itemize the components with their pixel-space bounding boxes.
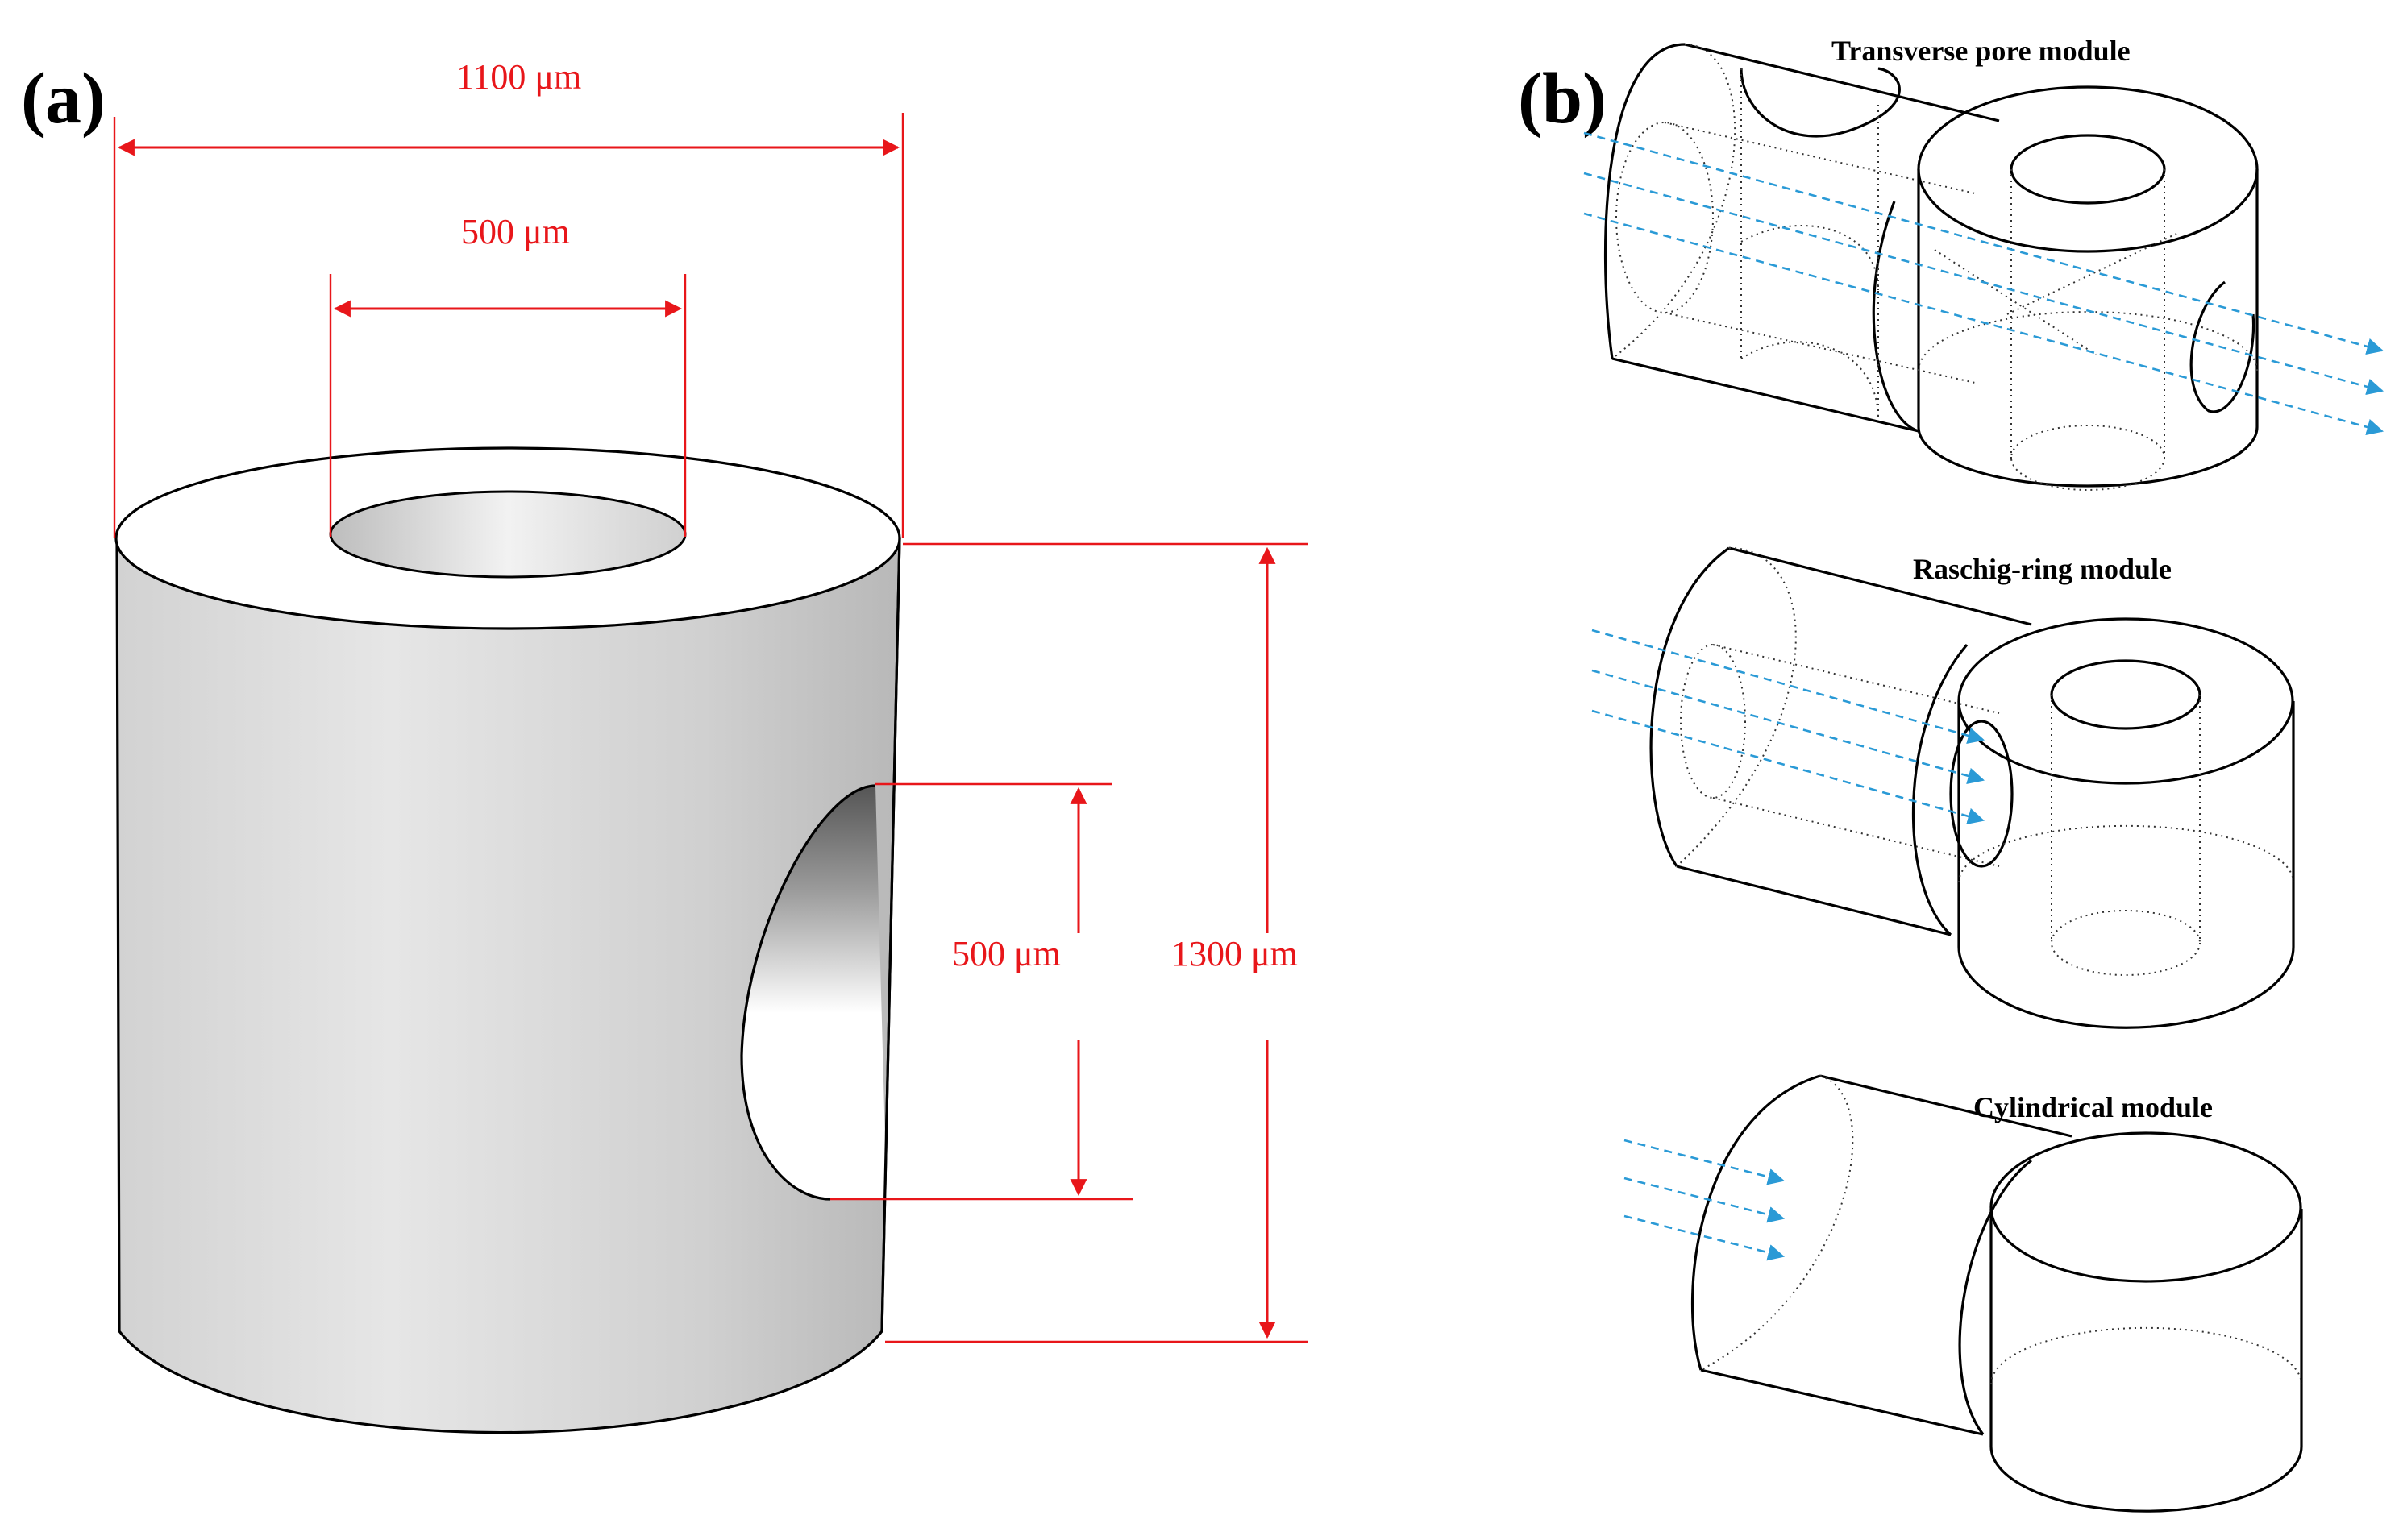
transverse-pore <box>740 784 876 1201</box>
dim-label-1100: 1100 μm <box>456 57 581 97</box>
dim-outer-diameter: 1100 μm <box>113 57 904 538</box>
flow-arrow <box>1583 212 2384 436</box>
transverse-pore-shading <box>742 786 887 1199</box>
dim-inner-diameter: 500 μm <box>329 212 687 537</box>
dim-label-500-top: 500 μm <box>461 212 570 251</box>
dim-pore-diameter: 500 μm <box>830 782 1133 1201</box>
dim-label-1300: 1300 μm <box>1171 934 1298 973</box>
flow-arrow <box>1623 1139 1786 1185</box>
cylindrical-module: Cylindrical module <box>1623 1074 2303 1513</box>
flow-arrow <box>1623 1214 1786 1261</box>
ring-cylinder <box>114 446 901 1434</box>
panel-b: (b) Transverse pore module <box>1518 35 2384 1513</box>
dim-height: 1300 μm <box>885 542 1308 1343</box>
transverse-pore-module: Transverse pore module <box>1583 35 2384 491</box>
flow-arrow <box>1583 172 2384 396</box>
cylinder-side <box>115 537 901 1434</box>
panel-b-label: (b) <box>1518 59 1607 139</box>
flow-arrow <box>1583 131 2384 355</box>
module-title-raschig: Raschig-ring module <box>1913 553 2172 585</box>
panel-a: (a) 1100 μm 500 μm <box>21 57 1308 1434</box>
raschig-ring-module: Raschig-ring module <box>1591 546 2295 1029</box>
panel-a-label: (a) <box>21 59 106 139</box>
central-bore <box>329 490 687 579</box>
module-title-transverse: Transverse pore module <box>1831 35 2131 67</box>
module-title-cylindrical: Cylindrical module <box>1973 1091 2213 1123</box>
dim-label-500-side: 500 μm <box>952 934 1061 973</box>
